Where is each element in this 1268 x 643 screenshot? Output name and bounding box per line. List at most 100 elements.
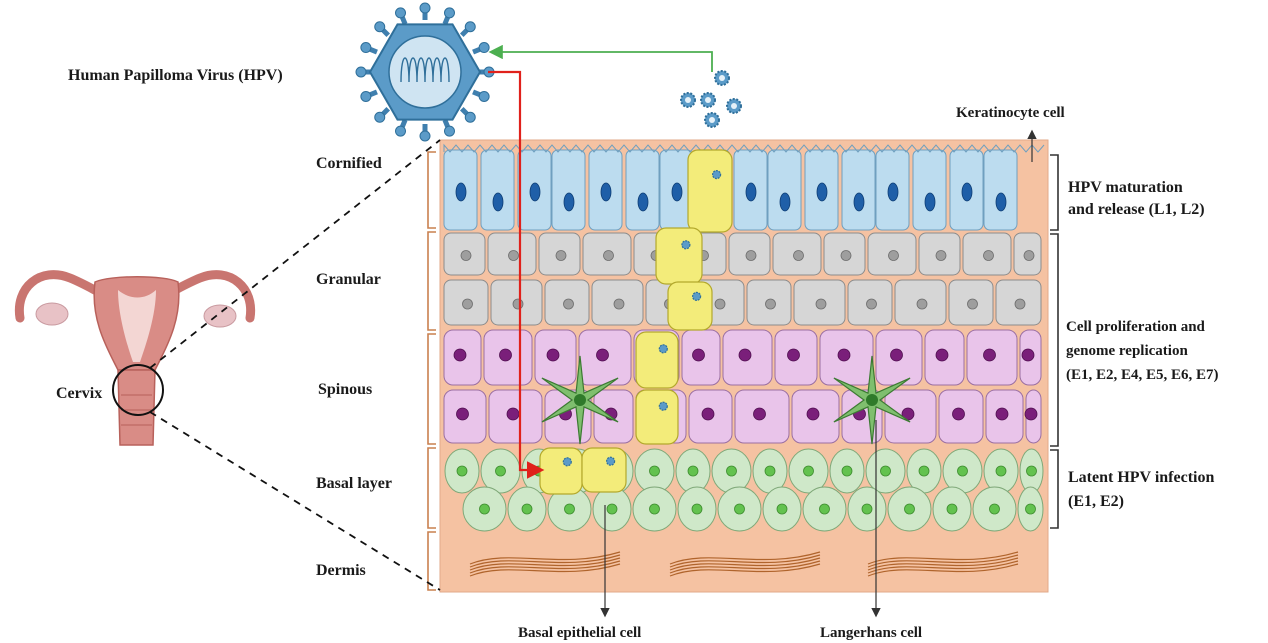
basal-nucleus [650, 466, 660, 476]
basal-nucleus [842, 466, 852, 476]
granular-nucleus [968, 299, 978, 309]
cornified-nucleus [530, 183, 540, 201]
granular-nucleus [715, 299, 725, 309]
cornified-nucleus [456, 183, 466, 201]
layer-bracket [428, 448, 436, 528]
cornified-cell [481, 150, 514, 230]
stage-latent-line1: Latent HPV infection [1068, 468, 1214, 488]
capsid-spike-tip [420, 3, 430, 13]
cornified-cell [984, 150, 1017, 230]
basal-nucleus [1026, 504, 1036, 514]
spinous-nucleus [547, 349, 559, 361]
basal-nucleus [862, 504, 872, 514]
small-virion-core [705, 97, 711, 103]
capsid-spike-tip [375, 112, 385, 122]
layer-label-spinous: Spinous [318, 380, 372, 400]
cornified-nucleus [780, 193, 790, 211]
cornified-nucleus [601, 183, 611, 201]
spinous-nucleus [454, 349, 466, 361]
granular-nucleus [936, 251, 946, 261]
spinous-nucleus [500, 349, 512, 361]
basal-nucleus [765, 466, 775, 476]
capsid-spike-tip [396, 8, 406, 18]
granular-nucleus [766, 299, 776, 309]
zoom-line-bottom [150, 412, 440, 590]
spinous-nucleus [507, 408, 519, 420]
layer-bracket [428, 532, 436, 590]
capsid-spike-tip [361, 43, 371, 53]
cornified-nucleus [962, 183, 972, 201]
granular-nucleus [564, 299, 574, 309]
basal-nucleus [607, 504, 617, 514]
small-virion-core [685, 97, 691, 103]
spinous-nucleus [807, 408, 819, 420]
intracellular-virion [682, 241, 690, 249]
basal-nucleus [1027, 466, 1037, 476]
capsid-spike-tip [465, 22, 475, 32]
stage-maturation-line2: and release (L1, L2) [1068, 200, 1205, 220]
uterus-illustration [19, 275, 250, 445]
cornified-cell [768, 150, 801, 230]
infected-cell [636, 332, 678, 388]
cornified-nucleus [996, 193, 1006, 211]
spinous-nucleus [1022, 349, 1034, 361]
zoom-line-top [150, 140, 440, 368]
granular-nucleus [461, 251, 471, 261]
spinous-nucleus [739, 349, 751, 361]
spinous-nucleus [754, 408, 766, 420]
cornified-nucleus [638, 193, 648, 211]
granular-nucleus [513, 299, 523, 309]
capsid-spike-tip [356, 67, 366, 77]
spinous-nucleus [693, 349, 705, 361]
capsid-spike-tip [361, 91, 371, 101]
basal-nucleus [692, 504, 702, 514]
stage-brackets [1050, 155, 1058, 528]
intracellular-virion [659, 402, 667, 410]
granular-nucleus [816, 299, 826, 309]
granular-nucleus [746, 251, 756, 261]
capsid-spike-tip [375, 22, 385, 32]
capsid-spike-tip [479, 91, 489, 101]
basal-cells [445, 449, 1043, 531]
infected-cell [582, 448, 626, 492]
cornified-nucleus [746, 183, 756, 201]
small-virion-core [709, 117, 715, 123]
granular-nucleus [463, 299, 473, 309]
granular-nucleus [1024, 251, 1034, 261]
basal-nucleus [650, 504, 660, 514]
basal-nucleus [881, 466, 891, 476]
granular-nucleus [841, 251, 851, 261]
capsid-spike-tip [444, 126, 454, 136]
infected-cell [688, 150, 732, 232]
infected-cell [656, 228, 702, 284]
langerhans-label: Langerhans cell [820, 624, 922, 643]
capsid-spike-tip [420, 131, 430, 141]
basal-nucleus [727, 466, 737, 476]
spinous-nucleus [702, 408, 714, 420]
spinous-nucleus [996, 408, 1008, 420]
granular-nucleus [1015, 299, 1025, 309]
cornified-nucleus [817, 183, 827, 201]
hpv-virion [356, 3, 494, 141]
basal-nucleus [688, 466, 698, 476]
virus-label: Human Papilloma Virus (HPV) [68, 66, 283, 86]
cornified-nucleus [564, 193, 574, 211]
released-virions [681, 71, 741, 127]
granular-nucleus [889, 251, 899, 261]
basal-nucleus [565, 504, 575, 514]
spinous-nucleus [457, 408, 469, 420]
basal-nucleus [522, 504, 532, 514]
spinous-nucleus [788, 349, 800, 361]
basal-nucleus [804, 466, 814, 476]
granular-nucleus [867, 299, 877, 309]
spinous-nucleus [891, 349, 903, 361]
basal-nucleus [480, 504, 490, 514]
stage-proliferation-line2: genome replication [1066, 342, 1188, 361]
layer-label-granular: Granular [316, 270, 381, 290]
granular-nucleus [556, 251, 566, 261]
basal-nucleus [496, 466, 506, 476]
cornified-nucleus [493, 193, 503, 211]
granular-nucleus [604, 251, 614, 261]
layer-brackets [428, 152, 436, 590]
